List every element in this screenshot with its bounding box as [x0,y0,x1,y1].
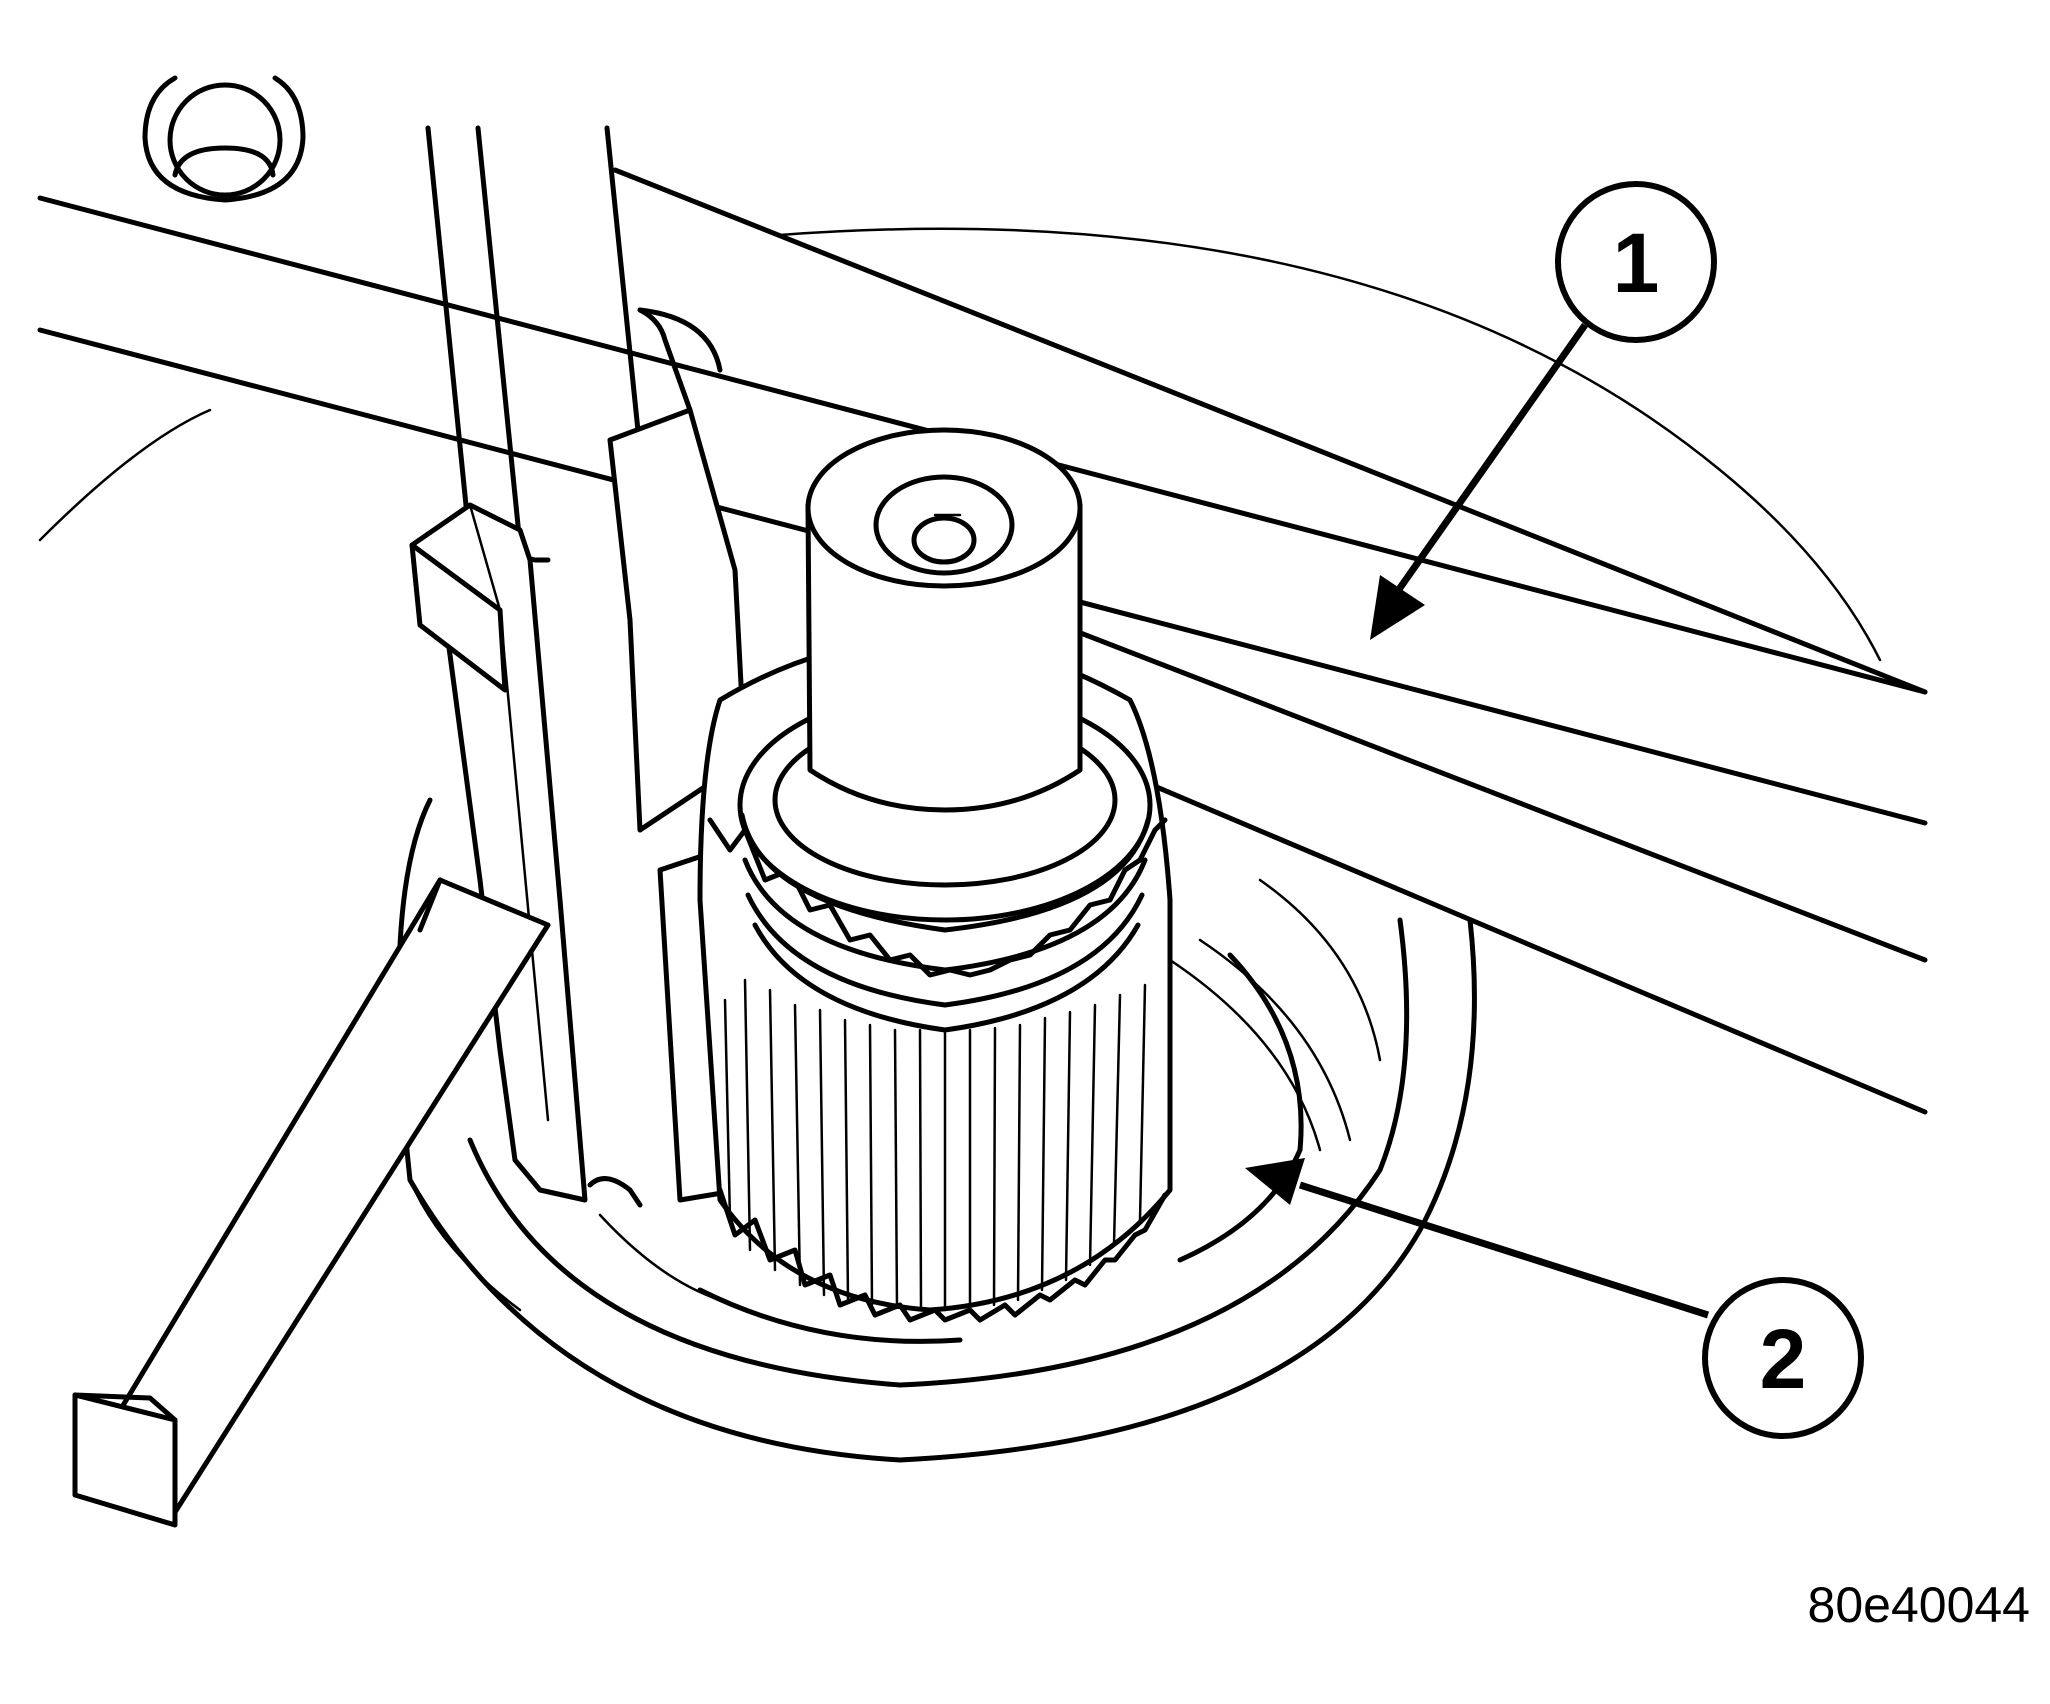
output-shaft [697,427,1173,1323]
depth-gauge [72,125,748,1528]
figure-code: 80e40044 [1807,1577,2030,1633]
bolt-hole [142,75,306,203]
callout-2: 2 [1245,1158,1864,1439]
bore-rings [396,797,1477,1463]
callout-1-label: 1 [1613,216,1660,310]
callout-2-label: 2 [1760,1312,1807,1406]
callout-1: 1 [1370,181,1717,640]
